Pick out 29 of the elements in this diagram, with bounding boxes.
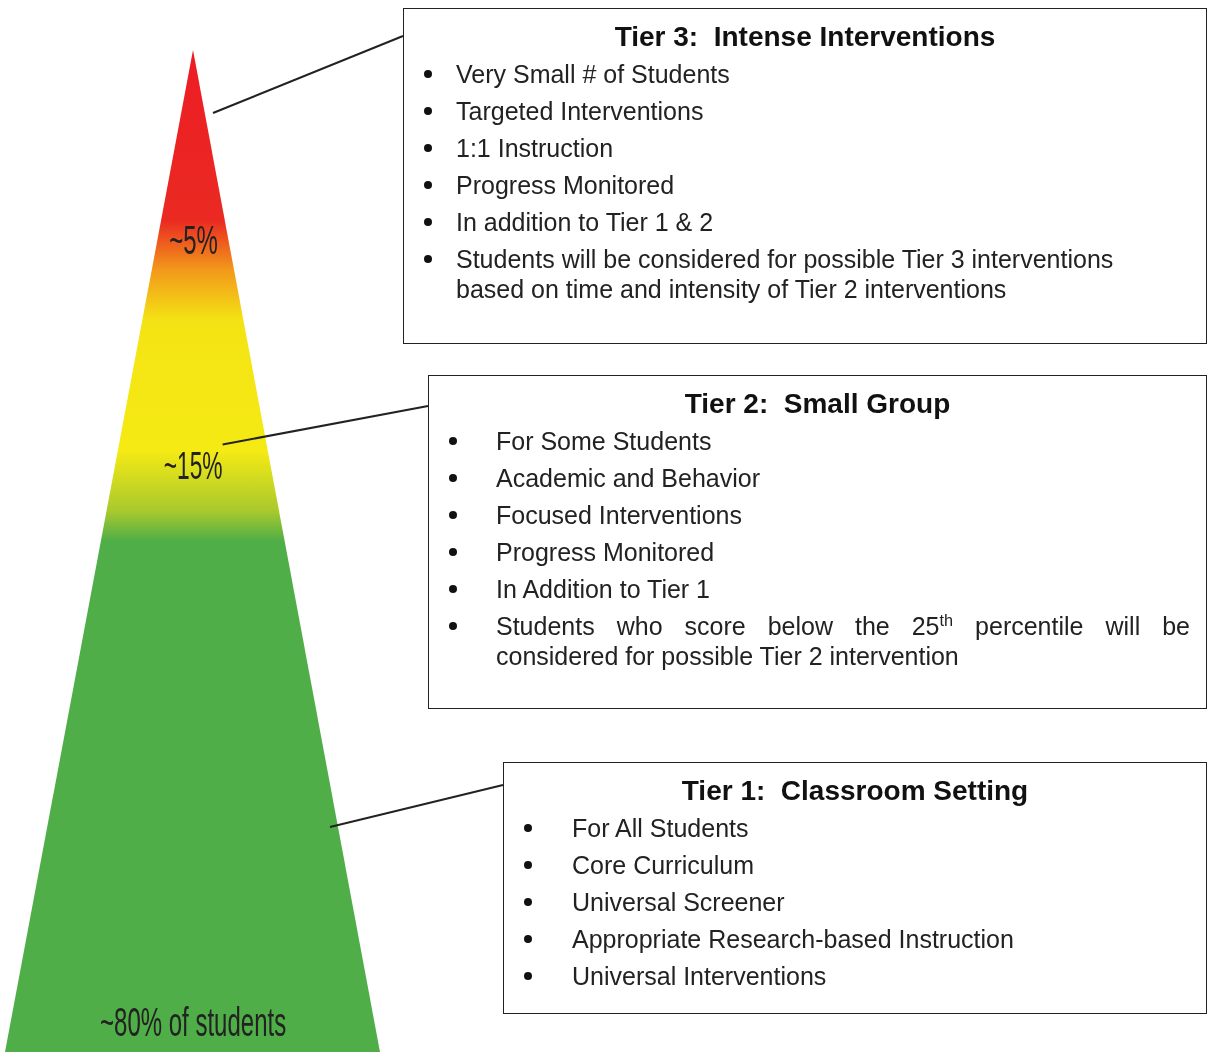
tier-heading: Tier 2: Small Group (683, 388, 952, 420)
bullet-text: In Addition to Tier 1 (496, 575, 711, 603)
bullet-text: Progress Monitored (496, 538, 715, 566)
tier-box (403, 8, 1207, 344)
tier-heading: Tier 3: Intense Interventions (613, 21, 997, 53)
leader-line (329, 784, 504, 828)
bullet-text: Universal Screener (572, 888, 785, 916)
bullet-text: Universal Interventions (572, 962, 827, 990)
bullet-text: In addition to Tier 1 & 2 (456, 208, 714, 236)
bullet-text: Students who score below the 25$^{th}$ percentile will be considered for possible Tier 2 intervention (496, 612, 1190, 670)
bullet-text: Appropriate Research-based Instruction (572, 925, 1014, 953)
leader-line (221, 405, 429, 446)
tier-box (503, 762, 1207, 1014)
leader-line (212, 35, 404, 114)
bullet-text: For Some Students (496, 427, 712, 455)
bullet-text: Students will be considered for possible Tier 3 interventions based on time and intensity of Tier 2 interventions (456, 245, 1114, 303)
tier-box (428, 375, 1207, 709)
bullet-text: Academic and Behavior (496, 464, 761, 492)
bullet-text: Targeted Interventions (456, 97, 704, 125)
bullet-text: Focused Interventions (496, 501, 742, 529)
bullet-text: For All Students (572, 814, 749, 842)
bullet-text: 1:1 Instruction (456, 134, 614, 162)
percentage-label: ~80% of students (100, 999, 287, 1045)
bullet-text: Very Small # of Students (456, 60, 730, 88)
bullet-text: Progress Monitored (456, 171, 675, 199)
bullet-text: Core Curriculum (572, 851, 754, 879)
percentage-label: ~5% (168, 217, 218, 263)
percentage-label: ~15% (163, 444, 223, 488)
tier-heading: Tier 1: Classroom Setting (680, 775, 1030, 807)
